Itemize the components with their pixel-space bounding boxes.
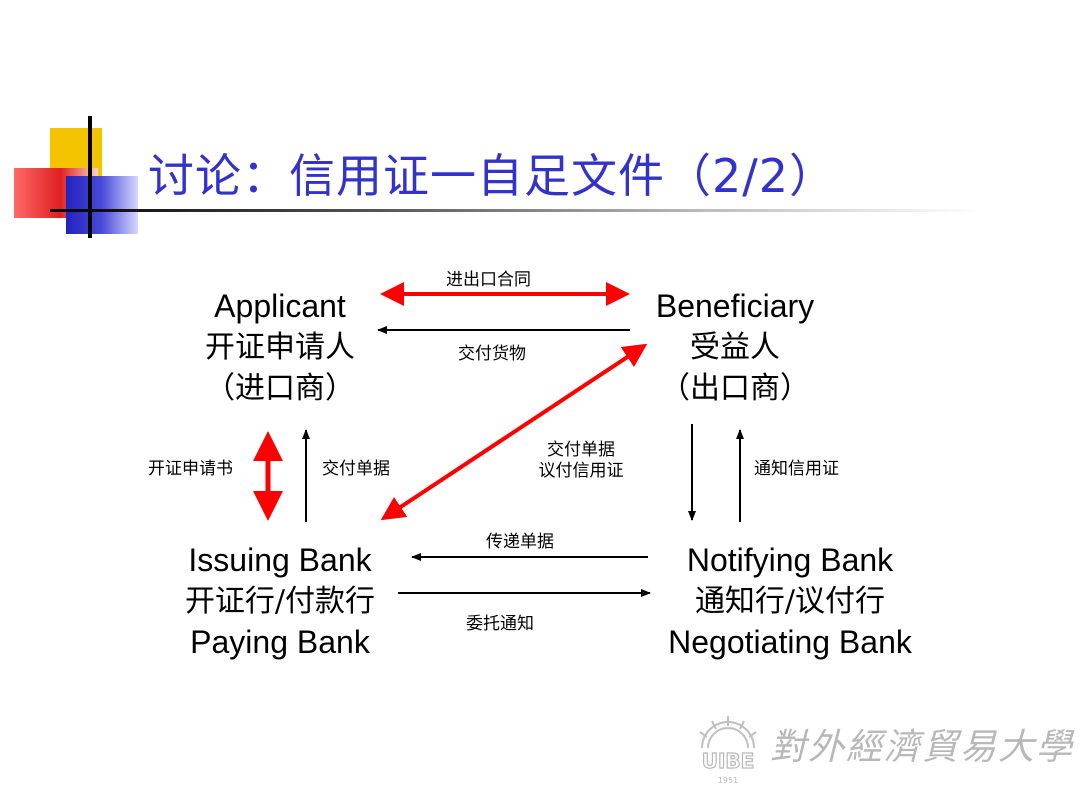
emblem-year: 1951 <box>718 776 738 785</box>
label-diagonal-line2: 议付信用证 <box>538 461 624 481</box>
label-application: 开证申请书 <box>148 459 233 479</box>
university-emblem-icon: UIBE 1951 <box>699 716 757 785</box>
slide-title: 讨论：信用证一自足文件（2/2） <box>148 149 837 203</box>
node-issuing-bank: Issuing Bank 开证行/付款行 Paying Bank <box>150 540 410 663</box>
notifying-bank-cn: 通知行/议付行 <box>694 584 886 619</box>
label-transmit-docs: 传递单据 <box>486 532 554 552</box>
paying-bank-en: Paying Bank <box>190 624 370 660</box>
header-vertical-line <box>88 116 92 238</box>
notifying-bank-en: Notifying Bank <box>686 542 894 578</box>
label-advise-lc: 通知信用证 <box>754 459 839 479</box>
node-applicant: Applicant 开证申请人 （进口商） <box>170 286 390 409</box>
applicant-cn: 开证申请人 <box>205 330 355 365</box>
university-name: 對外經濟貿易大學 <box>770 727 1075 768</box>
label-contract: 进出口合同 <box>446 270 531 290</box>
label-entrust-advise: 委托通知 <box>466 614 534 634</box>
beneficiary-cn: 受益人 <box>690 330 780 365</box>
label-diagonal: 交付单据 议付信用证 <box>526 440 636 482</box>
issuing-bank-cn: 开证行/付款行 <box>184 584 376 619</box>
applicant-en: Applicant <box>214 288 346 324</box>
label-diagonal-line1: 交付单据 <box>547 440 615 460</box>
negotiating-bank-en: Negotiating Bank <box>668 624 912 660</box>
diagonal-arrow <box>380 343 648 521</box>
node-beneficiary: Beneficiary 受益人 （出口商） <box>630 286 840 409</box>
beneficiary-role: （出口商） <box>660 371 810 406</box>
issuing-bank-en: Issuing Bank <box>188 542 372 578</box>
label-deliver-goods: 交付货物 <box>458 344 526 364</box>
header-underline <box>50 209 980 212</box>
beneficiary-en: Beneficiary <box>655 288 815 324</box>
emblem-text: UIBE <box>702 749 755 773</box>
node-notifying-bank: Notifying Bank 通知行/议付行 Negotiating Bank <box>640 540 940 663</box>
applicant-role: （进口商） <box>205 371 355 406</box>
label-deliver-docs-left: 交付单据 <box>322 459 390 479</box>
header-square-blue <box>66 176 138 234</box>
